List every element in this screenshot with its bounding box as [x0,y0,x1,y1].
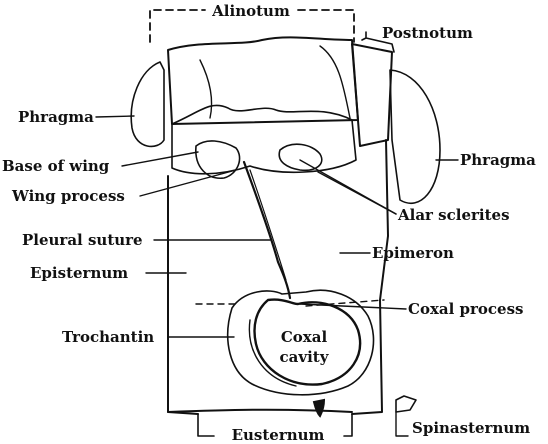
base-of-wing-label: Base of wing [2,157,110,175]
coxal-cavity-label-line1: Coxal [281,328,328,346]
phragma-right-label: Phragma [460,151,536,169]
wing-process-leader [140,170,236,196]
pleural-suture-label: Pleural suture [22,231,143,249]
alar-sclerite-right [279,144,322,170]
coxal-cavity-label-line2: cavity [280,348,330,366]
notum-ridge-right [320,46,350,118]
postnotum-plate [352,44,392,146]
epimeron-label: Epimeron [372,244,454,262]
phragma-left-leader [96,116,134,117]
trochantin-label: Trochantin [62,328,154,346]
coxal-process-leader [300,304,406,309]
episternum-plate [168,176,198,414]
wing-process-label: Wing process [11,187,125,205]
eusternum-label: Eusternum [232,426,325,444]
coxal-process-label: Coxal process [408,300,524,318]
spinasternum-label: Spinasternum [412,419,530,437]
left-phragma [131,62,164,146]
right-phragma [390,70,440,203]
alar-sclerites-label: Alar sclerites [397,206,510,224]
pleural-suture [244,162,290,298]
base-of-wing-leader [122,152,198,166]
epimeron-plate [352,140,388,414]
phragma-left-label: Phragma [18,108,94,126]
alinotum-plate [168,37,358,124]
postnotum-label: Postnotum [382,24,473,42]
alinotum-label: Alinotum [211,2,290,20]
episternum-label: Episternum [30,264,128,282]
alar-sclerites-leader-2 [300,160,396,214]
sternum-base-line [168,410,352,412]
eusternum-notch [314,400,324,416]
pleural-suture-inner [250,170,286,280]
wing-base-region [172,105,356,173]
